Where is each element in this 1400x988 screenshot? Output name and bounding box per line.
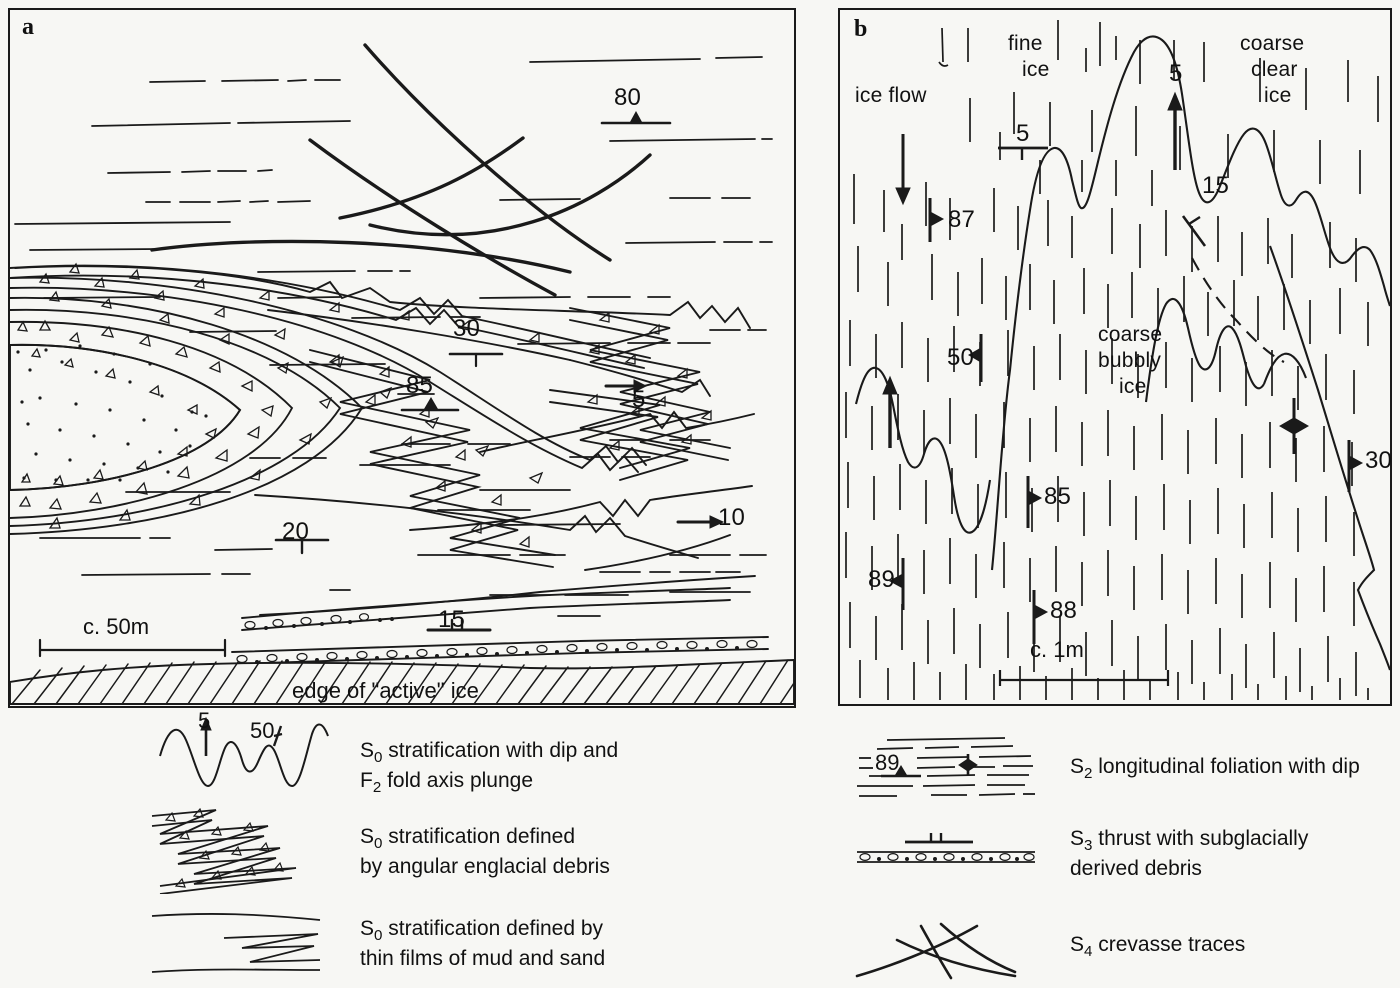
subglacial-clasts-group [236,613,758,664]
legend-f2-pre: F [360,768,373,792]
ice-boundary-dashed [1191,257,1285,363]
annotation-fine-ice-1: fine [1008,32,1043,55]
thrust-debris-bands-group [231,587,769,665]
measurement-b-5-top: 5 [1016,120,1030,147]
panel-b: b [838,8,1392,706]
legend-item-s3-thrust: S3 thrust with subglacially derived debr… [855,827,1308,880]
longitudinal-foliation-dashes-icon [857,737,1035,797]
legend-s0-dip-pre: S [360,739,375,762]
measurement-b-30: 30 [1365,447,1393,474]
folded-stratification-wave-icon [159,716,329,788]
legend-s2-pre: S [1070,755,1085,778]
legend-item-s4-crevasse: S4 crevasse traces [855,920,1245,980]
panel-b-letter: b [854,16,868,42]
measurement-b-5-arrow: 5 [1169,60,1183,87]
sand-stipple-group [16,344,208,482]
legend-foliation-label-89: 89 [875,750,900,775]
legend-label-s0-dip: S0 stratification with dip and F2 fold a… [360,738,618,797]
legend-s4-sub: 4 [1084,943,1093,961]
thin-film-strata-group [14,56,773,617]
annotation-coarse-clear-2: clear [1251,58,1298,81]
legend-s2-post: longitudinal foliation with dip [1092,755,1360,778]
legend-item-s0-mudsand: S0 stratification defined by thin films … [150,908,605,978]
panel-a-dip-symbols [274,110,725,632]
legend-s0-dip-post: stratification with dip and [382,739,619,762]
annotation-coarse-clear-1: coarse [1240,32,1305,55]
crossing-crevasse-traces-icon [855,922,1017,980]
measurement-b-50: 50 [947,344,975,371]
measurement-a-10: 10 [718,504,746,531]
ice-surface-profile [854,35,1390,671]
crevasse-traces-group [150,43,652,297]
measurement-a-80: 80 [614,84,642,111]
legend-s2-sub: 2 [1084,765,1093,783]
legend-s3-post: thrust with subglacially [1092,827,1309,850]
thrust-with-debris-icon [857,833,1035,863]
annotation-coarse-clear-3: ice [1264,84,1292,107]
legend-item-s0-dip: 5 50 S0 stratification with dip and F2 f… [150,708,618,797]
measurement-a-20: 20 [282,518,310,545]
legend-f2-post: fold axis plunge [381,768,534,792]
legend-label-s4-crevasse: S4 crevasse traces [1070,932,1245,962]
panel-b-scale-label: c. 1m [1030,637,1084,662]
legend-s4-post: crevasse traces [1092,933,1246,956]
legend-item-s0-englacial: S0 stratification defined by angular eng… [150,808,610,894]
measurement-b-15: 15 [1202,172,1230,199]
panel-a-drawing [10,43,794,705]
legend-s0-dip-sub: 0 [374,749,383,767]
panel-b-drawing [845,20,1390,700]
annotation-fine-ice-2: ice [1022,58,1050,81]
legend-s3-sub: 3 [1084,837,1093,855]
legend-s0-mud-post: stratification defined by [382,917,604,940]
panel-a-letter: a [22,14,34,40]
legend-s3-pre: S [1070,827,1085,850]
measurement-b-85: 85 [1044,483,1072,510]
active-ice-edge-label: edge of "active" ice [292,678,479,703]
measurement-b-88: 88 [1050,597,1078,624]
legend-s0-eng-sub: 0 [374,835,383,853]
panel-a-scale-bar [38,638,227,658]
legend-wave-label-5: 5 [198,708,211,733]
legend-label-s0-englacial: S0 stratification defined by angular eng… [360,824,610,880]
panel-b-dip-symbols [882,91,1364,686]
panel-a: a [8,8,796,708]
measurement-b-89: 89 [868,566,896,593]
measurement-a-5: 5 [632,386,646,413]
measurement-a-85: 85 [406,372,434,399]
annotation-coarse-bubbly-3: ice [1119,375,1147,398]
legend-s4-pre: S [1070,933,1085,956]
legend-s3-line2: derived debris [1070,856,1202,880]
englacial-debris-lobes-group [10,264,731,568]
legend-s0-eng-pre: S [360,825,375,848]
measurement-a-15: 15 [438,606,466,633]
active-ice-base-band [10,659,794,705]
zigzag-debris-band-icon [151,808,297,894]
legend-s0-mud-sub: 0 [374,927,383,945]
annotation-coarse-bubbly-1: coarse [1098,323,1163,346]
legend-s0-mud-line2: thin films of mud and sand [360,946,606,970]
legend-label-s2-foliation: S2 longitudinal foliation with dip [1070,754,1360,784]
panel-a-scale-label: c. 50m [83,614,150,639]
foliation-ticks-group [845,20,1379,700]
legend-label-s0-mudsand: S0 stratification defined by thin films … [360,916,605,972]
measurement-b-87: 87 [948,206,976,233]
legend-s0-eng-post: stratification defined [382,825,576,848]
legend-f2-sub: 2 [372,778,382,796]
legend-s0-eng-line2: by angular englacial debris [360,854,610,878]
debris-clasts-group [16,262,712,548]
thin-zigzag-lines-icon [151,913,321,973]
legend-label-s3-thrust: S3 thrust with subglacially derived debr… [1070,826,1308,882]
legend-item-s2-foliation: 89 S2 longitudinal foliation with dip [855,732,1360,802]
legend-wave-label-50: 50 [250,718,275,743]
measurement-a-30: 30 [453,315,481,342]
legend-s0-mud-pre: S [360,917,375,940]
annotation-ice-flow: ice flow [855,84,927,107]
annotation-coarse-bubbly-2: bubbly [1098,349,1162,372]
